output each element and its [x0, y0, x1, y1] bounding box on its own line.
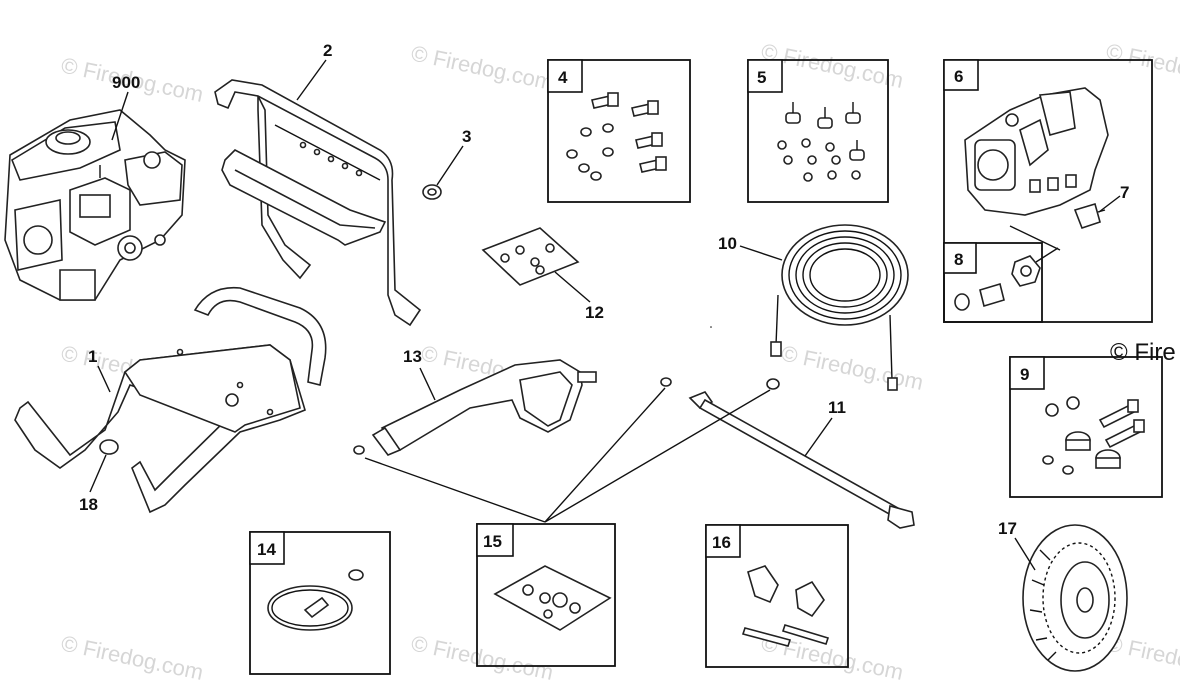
- kit-label-8: 8: [954, 250, 963, 269]
- callout-1: 1: [88, 347, 97, 366]
- kit-box-9[interactable]: 9: [1009, 356, 1163, 498]
- spray-gun-part-13[interactable]: [353, 359, 597, 456]
- kit-box-6[interactable]: 6: [943, 59, 1153, 323]
- wand-part-11[interactable]: [660, 377, 915, 529]
- kit-box-5[interactable]: 5: [747, 59, 889, 203]
- kit-box-16[interactable]: 16: [705, 524, 849, 668]
- handle-part-2[interactable]: [214, 79, 422, 327]
- isolator-mounts: [777, 102, 865, 182]
- callout-13: 13: [403, 347, 422, 366]
- base-frame-part-1[interactable]: [14, 286, 327, 514]
- callout-10: 10: [718, 234, 737, 253]
- engine-part-900[interactable]: [4, 109, 186, 301]
- stray-dot: [710, 326, 712, 328]
- callout-2: 2: [323, 41, 332, 60]
- kit-label-16: 16: [712, 533, 731, 552]
- hose-part-10[interactable]: [766, 224, 909, 391]
- callout-11: 11: [828, 398, 846, 417]
- watermark: © Firedog.com: [59, 630, 206, 685]
- holster-hardware: [741, 565, 830, 647]
- callout-3: 3: [462, 127, 471, 146]
- corner-watermark: © Fire: [1110, 339, 1176, 366]
- watermark: © Firedog.com: [409, 40, 556, 95]
- pump-assembly: [964, 87, 1109, 229]
- kit-label-14: 14: [257, 540, 276, 559]
- kit-box-8[interactable]: 8: [943, 242, 1043, 323]
- kit-box-14[interactable]: 14: [249, 531, 391, 675]
- kit-label-9: 9: [1020, 365, 1029, 384]
- callout-900: 900: [112, 73, 140, 92]
- o-ring-nozzle: [267, 569, 364, 631]
- callout-18: 18: [79, 495, 98, 514]
- wheel-part-17[interactable]: [1022, 524, 1128, 672]
- kit-box-15[interactable]: 15: [476, 523, 616, 667]
- callout-7: 7: [1120, 183, 1129, 202]
- foot-part-18[interactable]: [99, 439, 119, 455]
- callout-17: 17: [998, 519, 1017, 538]
- watermark: © Firedog.com: [779, 340, 926, 395]
- grommet-part-3[interactable]: [422, 184, 442, 200]
- mount-hardware: [1042, 396, 1145, 475]
- bolt-screws: [566, 92, 667, 181]
- callout-12: 12: [585, 303, 604, 322]
- kit-label-4: 4: [558, 68, 568, 87]
- kit-label-15: 15: [483, 532, 502, 551]
- kit-label-5: 5: [757, 68, 766, 87]
- kit-box-4[interactable]: 4: [547, 59, 691, 203]
- fittings-bag-part-12[interactable]: [481, 227, 580, 286]
- kit-label-6: 6: [954, 67, 963, 86]
- watermark: © Firedog.com: [1104, 38, 1180, 93]
- unloader-parts: [954, 255, 1041, 311]
- watermark: © Firedog.com: [409, 630, 556, 685]
- nozzle-card: [493, 565, 612, 631]
